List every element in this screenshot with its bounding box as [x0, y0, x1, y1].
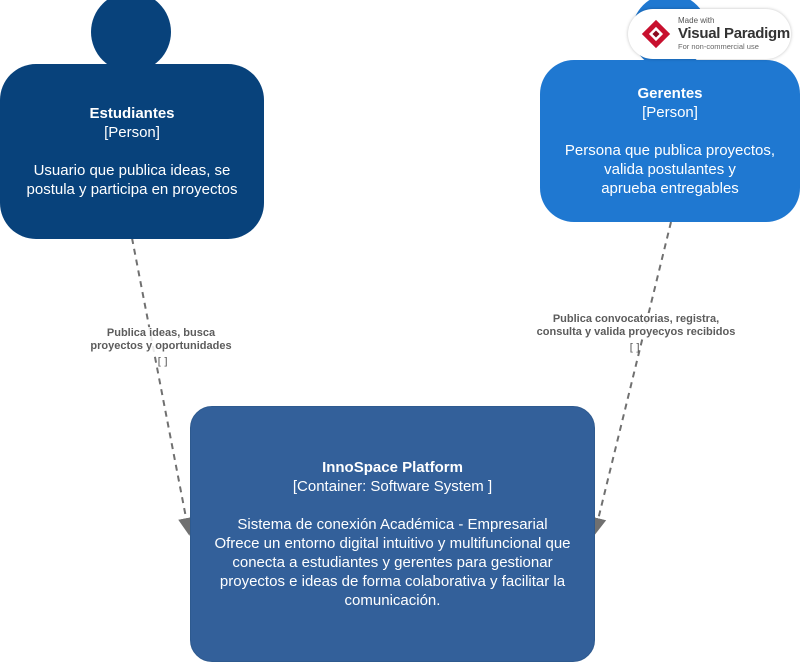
visual-paradigm-logo-icon: [641, 19, 671, 49]
edge-managers-to-platform[interactable]: [590, 221, 672, 536]
students-person-box[interactable]: Estudiantes [Person] Usuario que publica…: [0, 64, 264, 239]
managers-type: [Person]: [642, 104, 698, 121]
platform-container-box[interactable]: InnoSpace Platform [Container: Software …: [190, 406, 595, 662]
platform-description: Sistema de conexión Académica - Empresar…: [214, 516, 571, 609]
platform-type: [Container: Software System ]: [292, 478, 493, 495]
platform-title: InnoSpace Platform: [322, 459, 463, 476]
students-person-head: [91, 0, 171, 72]
edge-glyph-students: []: [156, 355, 170, 368]
students-title: Estudiantes: [89, 105, 175, 122]
edge-students-to-platform[interactable]: [131, 237, 194, 536]
managers-title: Gerentes: [637, 85, 703, 102]
watermark-brand: Visual Paradigm: [678, 25, 790, 42]
students-description: Usuario que publica ideas, se postula y …: [26, 162, 238, 198]
edge-label-students: Publica ideas, busca proyectos y oportun…: [78, 327, 244, 353]
watermark-note: For non-commercial use: [678, 42, 759, 51]
managers-description: Persona que publica proyectos, valida po…: [564, 142, 776, 197]
watermark-made-with: Made with: [678, 16, 715, 25]
students-type: [Person]: [104, 124, 160, 141]
managers-person-box[interactable]: Gerentes [Person] Persona que publica pr…: [540, 60, 800, 222]
edge-glyph-managers: []: [628, 341, 642, 354]
visual-paradigm-watermark: Made with Visual Paradigm For non-commer…: [628, 9, 791, 59]
edge-label-managers: Publica convocatorias, registra, consult…: [520, 313, 752, 339]
